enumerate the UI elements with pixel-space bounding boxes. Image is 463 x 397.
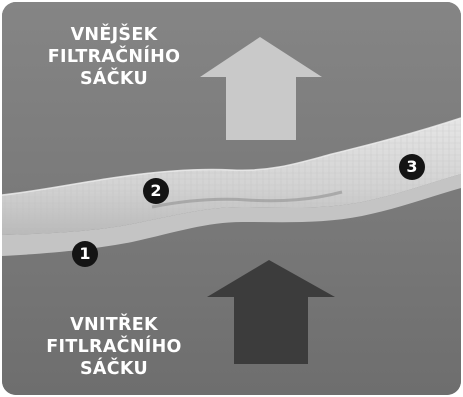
- marker-3: 3: [399, 154, 425, 180]
- marker-2: 2: [143, 178, 169, 204]
- inside-label-line-3: SÁČKU: [14, 358, 214, 380]
- marker-1: 1: [72, 241, 98, 267]
- outside-label: VNĚJŠEK FILTRAČNÍHO SÁČKU: [14, 24, 214, 90]
- outside-label-line-2: FILTRAČNÍHO: [14, 46, 214, 68]
- outside-label-line-3: SÁČKU: [14, 68, 214, 90]
- inside-label-line-1: VNITŘEK: [14, 314, 214, 336]
- outside-label-line-1: VNĚJŠEK: [14, 24, 214, 46]
- inside-label: VNITŘEK FITLRAČNÍHO SÁČKU: [14, 314, 214, 380]
- inside-label-line-2: FITLRAČNÍHO: [14, 336, 214, 358]
